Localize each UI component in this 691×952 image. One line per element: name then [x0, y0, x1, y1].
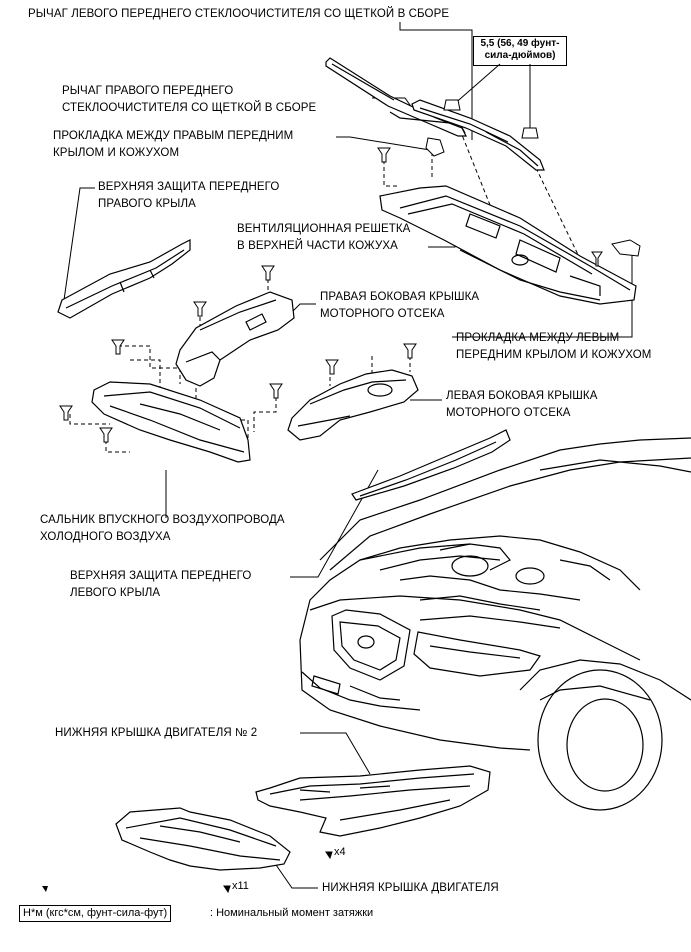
count-x4: x4 [334, 846, 346, 858]
label-left-fender-top-1: ВЕРХНЯЯ ЗАЩИТА ПЕРЕДНЕГО [70, 570, 252, 582]
label-engine-under-cover-2: НИЖНЯЯ КРЫШКА ДВИГАТЕЛЯ № 2 [55, 727, 258, 739]
leader-left-fender [290, 469, 379, 578]
torque-spec-box: 5,5 (56, 49 фунт- сила-дюймов) [473, 36, 567, 66]
top-clips [377, 137, 445, 163]
cowl-clip [591, 251, 603, 267]
left-side-cover-part [287, 369, 419, 441]
left-fender-protector-part [351, 429, 511, 501]
label-left-fender-top-2: ЛЕВОГО КРЫЛА [70, 587, 161, 599]
label-cold-air-seal-1: САЛЬНИК ВПУСКНОГО ВОЗДУХОПРОВОДА [40, 514, 285, 526]
leader-under-cover [273, 861, 318, 889]
leader-right-seal [336, 136, 431, 151]
label-left-side-cover-1: ЛЕВАЯ БОКОВАЯ КРЫШКА [446, 390, 598, 402]
under-cover-2-part [255, 765, 491, 837]
label-right-fender-top-2: ПРАВОГО КРЫЛА [98, 198, 196, 210]
torque-line-1: 5,5 (56, 49 фунт- [480, 38, 560, 49]
side-clips [59, 265, 417, 443]
leader-under-cover-2 [300, 732, 371, 775]
label-left-seal-2: ПЕРЕДНИМ КРЫЛОМ И КОЖУХОМ [456, 349, 652, 361]
leader-left-seal [452, 252, 633, 338]
label-cowl-louver-2: В ВЕРХНЕЙ ЧАСТИ КОЖУХА [237, 240, 398, 252]
under-cover-part [115, 807, 291, 871]
cowl-louver-part [379, 185, 637, 305]
legend-description: : Номинальный момент затяжки [210, 907, 374, 919]
label-left-seal-1: ПРОКЛАДКА МЕЖДУ ЛЕВЫМ [456, 332, 620, 344]
left-seal-part [611, 239, 641, 257]
cold-air-seal-part [91, 381, 251, 463]
label-right-seal-1: ПРОКЛАДКА МЕЖДУ ПРАВЫМ ПЕРЕДНИМ [53, 130, 294, 142]
label-right-side-cover-1: ПРАВАЯ БОКОВАЯ КРЫШКА [320, 291, 480, 303]
leader-right-fender [63, 187, 95, 301]
label-left-wiper-arm: РЫЧАГ ЛЕВОГО ПЕРЕДНЕГО СТЕКЛООЧИСТИТЕЛЯ … [28, 8, 450, 20]
torque-leader-1 [451, 63, 501, 107]
label-right-side-cover-2: МОТОРНОГО ОТСЕКА [320, 308, 445, 320]
label-right-seal-2: КРЫЛОМ И КОЖУХОМ [53, 147, 180, 159]
label-cowl-louver-1: ВЕНТИЛЯЦИОННАЯ РЕШЕТКА [237, 223, 411, 235]
label-right-wiper-arm-2: СТЕКЛООЧИСТИТЕЛЯ СО ЩЕТКОЙ В СБОРЕ [62, 102, 317, 114]
torque-line-2: сила-дюймов) [484, 50, 556, 61]
right-fender-protector-part [57, 239, 191, 319]
wiper-nuts [443, 99, 539, 139]
right-side-cover-part [175, 291, 295, 387]
count-x11: x11 [232, 880, 249, 892]
legend-unit-box: Н*м (кгс*см, фунт-сила-фут) [19, 905, 172, 922]
right-wiper-arm-part [411, 99, 545, 171]
label-left-side-cover-2: МОТОРНОГО ОТСЕКА [446, 407, 571, 419]
label-right-wiper-arm-1: РЫЧАГ ПРАВОГО ПЕРЕДНЕГО [62, 85, 234, 97]
label-right-fender-top-1: ВЕРХНЯЯ ЗАЩИТА ПЕРЕДНЕГО [98, 181, 280, 193]
left-wiper-arm-part [325, 57, 467, 137]
leader-left-wiper [399, 22, 473, 140]
vehicle-front-illustration [299, 437, 691, 811]
label-cold-air-seal-2: ХОЛОДНОГО ВОЗДУХА [40, 531, 171, 543]
label-engine-under-cover: НИЖНЯЯ КРЫШКА ДВИГАТЕЛЯ [322, 882, 499, 894]
